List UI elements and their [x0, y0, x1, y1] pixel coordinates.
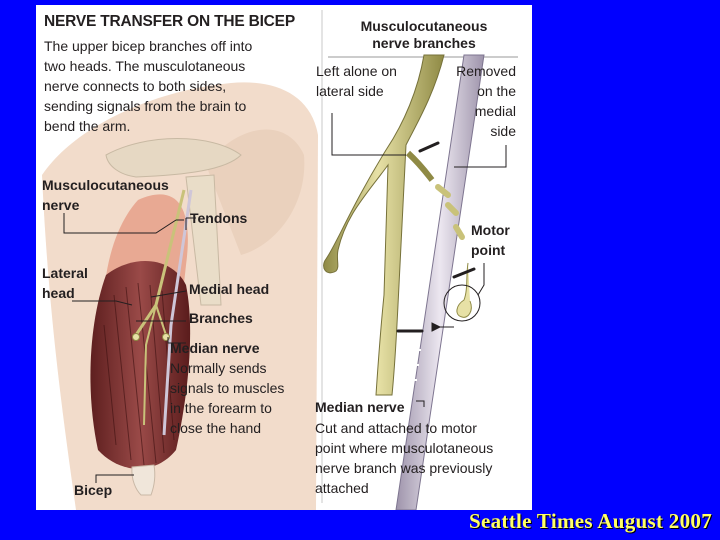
label-tendons: Tendons — [190, 210, 248, 226]
label-left-alone: Left alone on lateral side — [316, 63, 397, 99]
label-bicep: Bicep — [74, 482, 113, 498]
cut-marks — [396, 141, 476, 333]
illustration-panel: NERVE TRANSFER ON THE BICEP The upper bi… — [36, 5, 532, 510]
source-credit: Seattle Times August 2007 — [469, 509, 712, 533]
median-nerve-illustration — [395, 54, 485, 510]
musculocutaneous-nerve-illustration — [323, 54, 472, 396]
label-musculocutaneous-nerve: Musculocutaneous nerve — [42, 177, 169, 213]
label-branches: Branches — [189, 310, 253, 326]
label-motor-point: Motor point — [471, 222, 510, 258]
motor-point-circle — [443, 284, 481, 322]
illustration-svg — [42, 10, 518, 510]
left-intro: The upper bicep branches off into two he… — [44, 38, 253, 134]
right-leader-lines — [331, 113, 507, 407]
right-title: Musculocutaneous nerve branches — [360, 18, 488, 51]
median-nerve-description: Normally sends signals to muscles in the… — [170, 360, 285, 436]
median-cut-dashes — [397, 349, 421, 381]
left-title: NERVE TRANSFER ON THE BICEP — [44, 13, 295, 30]
right-median-nerve-description: Cut and attached to motor point where mu… — [315, 420, 494, 496]
label-right-median-nerve: Median nerve — [315, 399, 405, 415]
left-leader-lines — [63, 213, 196, 483]
label-removed: Removed on the medial side — [456, 63, 516, 139]
shoulder-bone — [105, 138, 242, 306]
label-lateral-head: Lateral head — [42, 265, 88, 301]
label-medial-head: Medial head — [189, 281, 270, 297]
label-median-nerve: Median nerve — [170, 340, 260, 356]
left-nerves — [132, 189, 193, 436]
